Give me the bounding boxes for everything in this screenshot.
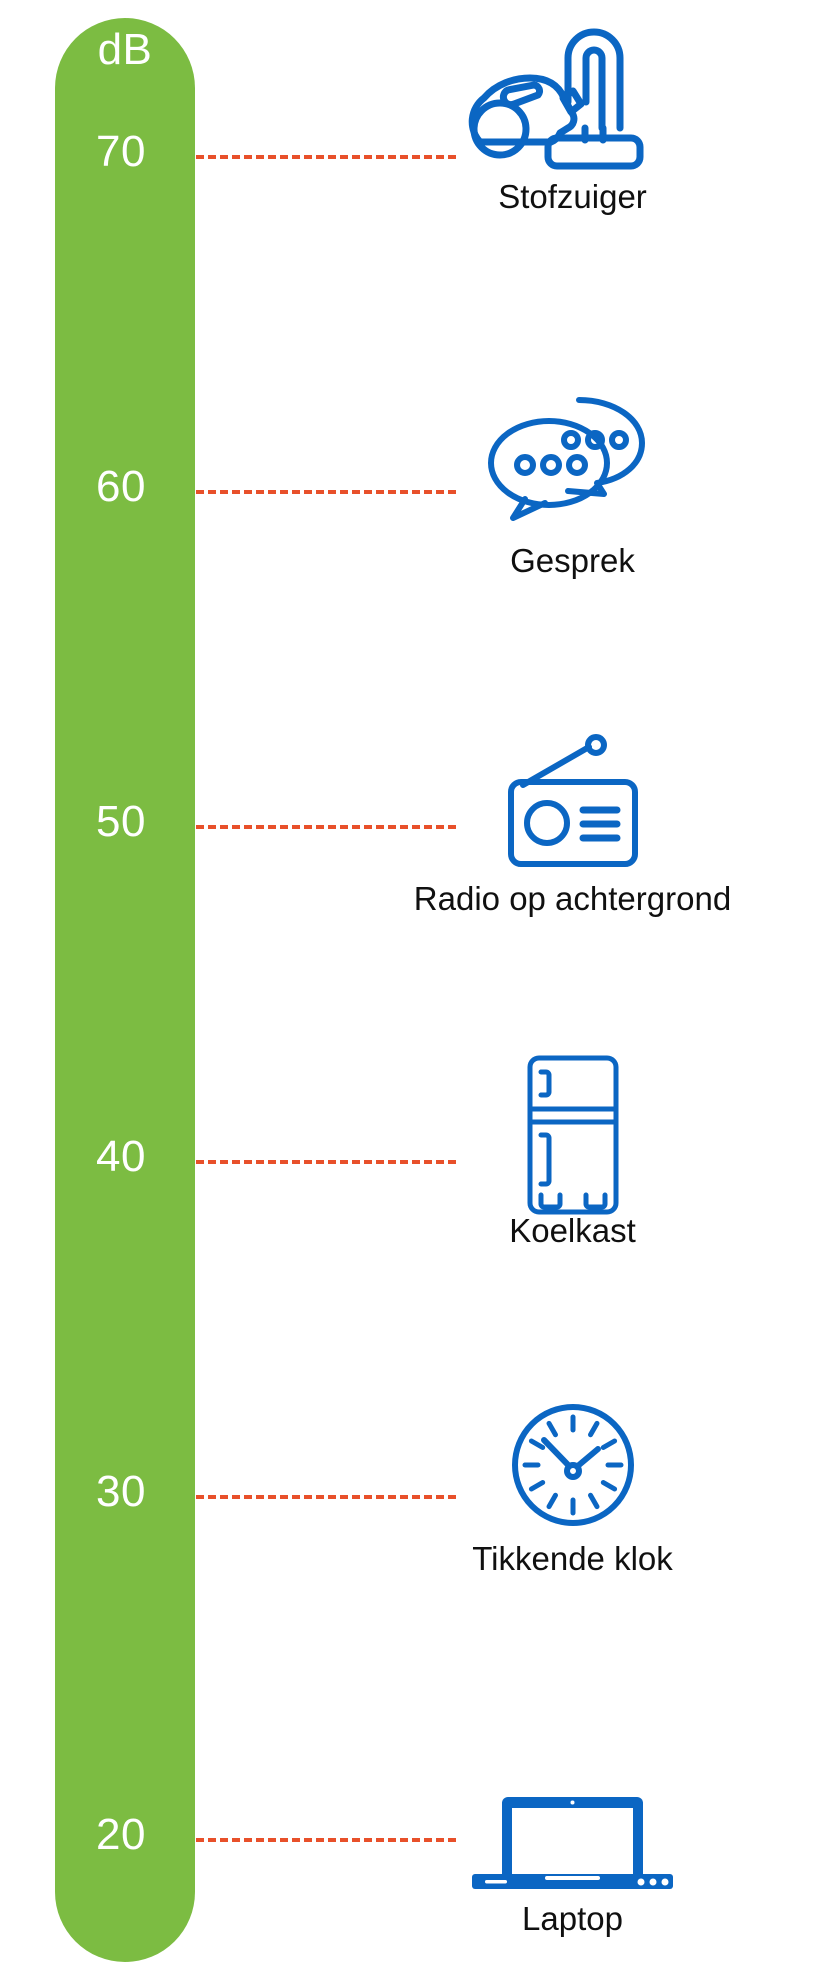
leader-line-50 [196, 825, 456, 829]
leader-line-20 [196, 1838, 456, 1842]
decibel-unit-label: dB [97, 25, 153, 74]
leader-line-40 [196, 1160, 456, 1164]
speech-bubbles-icon [320, 392, 825, 532]
clock-icon [320, 1400, 825, 1530]
tick-label-20: 20 [96, 1810, 146, 1859]
tick-label-60: 60 [96, 462, 146, 511]
vacuum-cleaner-icon [320, 18, 825, 170]
item-label-gesprek: Gesprek [510, 542, 635, 579]
item-label-klok: Tikkende klok [472, 1540, 673, 1577]
leader-line-30 [196, 1495, 456, 1499]
laptop-icon [320, 1760, 825, 1890]
item-gesprek: Gesprek [320, 392, 825, 582]
item-label-radio: Radio op achtergrond [413, 880, 732, 917]
tick-label-50: 50 [96, 797, 146, 846]
item-label-laptop: Laptop [522, 1900, 623, 1937]
leader-line-70 [196, 155, 456, 159]
leader-line-60 [196, 490, 456, 494]
tick-label-70: 70 [96, 127, 146, 176]
item-laptop: Laptop [320, 1760, 825, 1940]
item-label-stofzuiger: Stofzuiger [498, 178, 647, 215]
item-radio: Radio op achtergrond [320, 734, 825, 920]
item-stofzuiger: Stofzuiger [320, 18, 825, 218]
tick-label-40: 40 [96, 1132, 146, 1181]
item-label-koelkast: Koelkast [509, 1212, 636, 1249]
decibel-scale-bar [55, 18, 195, 1962]
refrigerator-icon [320, 1052, 825, 1215]
tick-label-30: 30 [96, 1467, 146, 1516]
radio-icon [320, 734, 825, 870]
item-koelkast: Koelkast [320, 1052, 825, 1252]
item-klok: Tikkende klok [320, 1400, 825, 1580]
